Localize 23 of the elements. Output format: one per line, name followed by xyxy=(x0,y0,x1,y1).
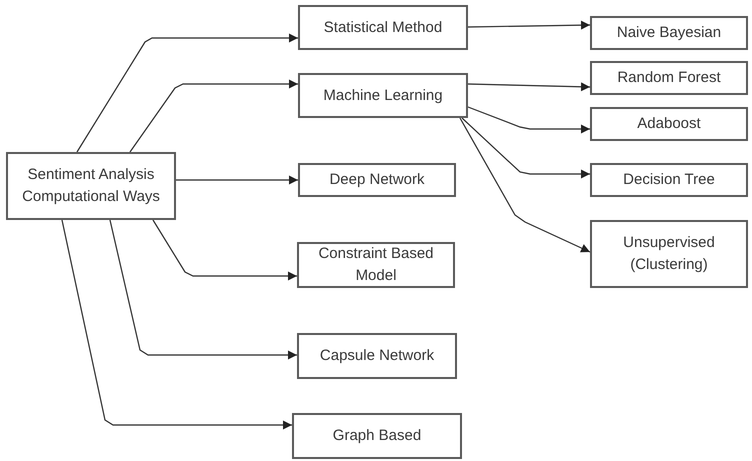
arrow xyxy=(462,118,590,178)
process-box: Constraint Based Model xyxy=(297,242,455,288)
arrow xyxy=(468,106,590,134)
process-box: Machine Learning xyxy=(298,73,468,118)
process-box: Deep Network xyxy=(298,163,456,197)
arrow xyxy=(109,220,297,360)
arrow xyxy=(152,220,297,280)
process-box: Random Forest xyxy=(590,61,748,95)
arrow xyxy=(176,176,298,184)
process-box: Unsupervised (Clustering) xyxy=(590,220,748,288)
arrow xyxy=(459,118,590,253)
arrow xyxy=(76,34,298,152)
arrow xyxy=(468,82,590,92)
process-box: Naive Bayesian xyxy=(590,16,748,50)
arrow xyxy=(61,220,292,430)
process-box: Sentiment Analysis Computational Ways xyxy=(6,152,176,220)
process-box: Graph Based xyxy=(292,413,462,459)
arrow xyxy=(130,80,298,152)
process-box: Adaboost xyxy=(590,107,748,141)
process-box: Statistical Method xyxy=(298,5,468,50)
process-box: Capsule Network xyxy=(297,333,457,379)
arrow xyxy=(468,20,590,30)
process-box: Decision Tree xyxy=(590,163,748,197)
